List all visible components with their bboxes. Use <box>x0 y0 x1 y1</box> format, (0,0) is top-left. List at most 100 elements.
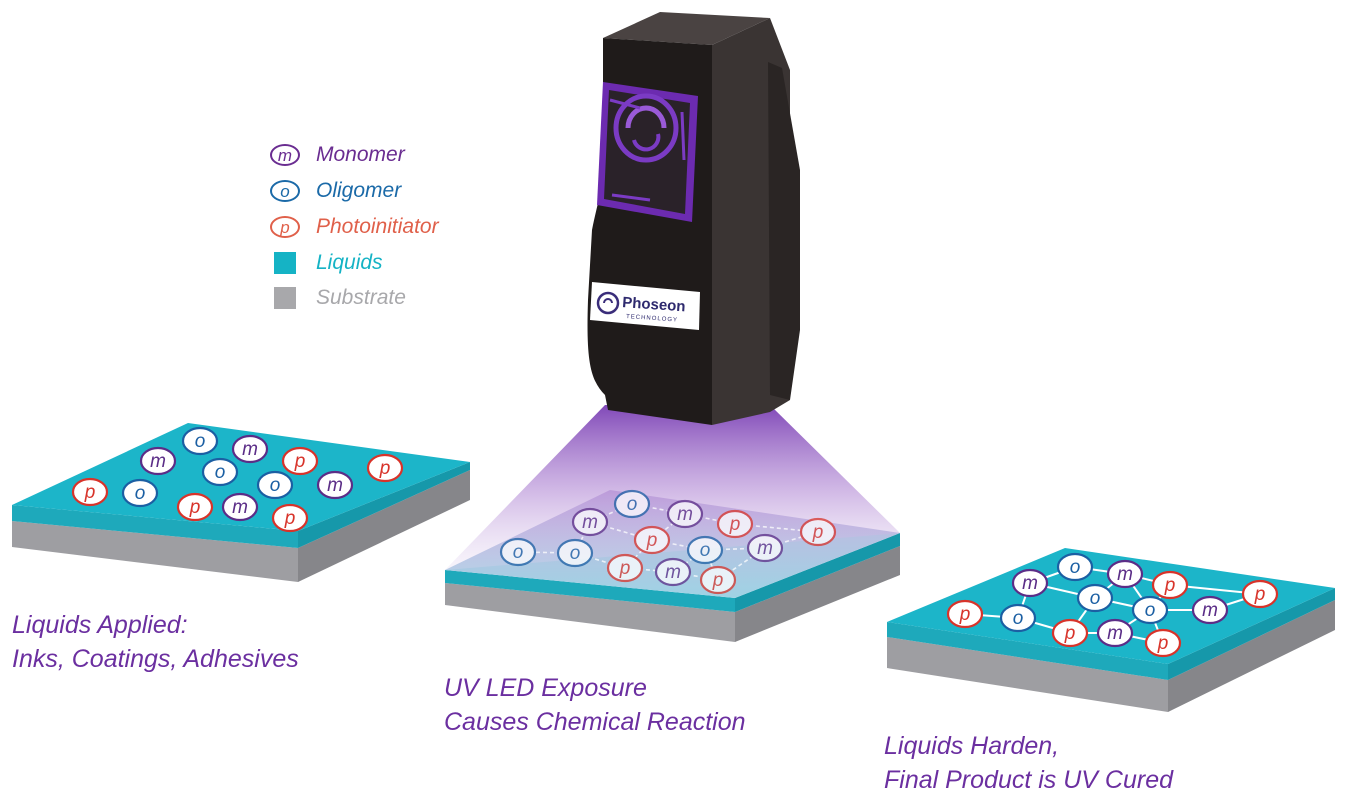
swatch-icon <box>268 285 302 311</box>
swatch-icon <box>268 250 302 276</box>
molecule-symbol: m <box>327 475 343 496</box>
molecule-m: m <box>654 557 692 587</box>
legend-label: Substrate <box>316 286 406 309</box>
liquid-side-left <box>887 622 1168 680</box>
liquid-side-right <box>1168 588 1335 680</box>
molecule-symbol: o <box>195 431 206 452</box>
molecule-p: p <box>1051 618 1089 648</box>
molecule-icon: p <box>268 214 302 240</box>
liquid-side-left <box>12 505 298 548</box>
molecule-o: o <box>686 535 724 565</box>
molecule-symbol: p <box>619 558 631 579</box>
uv-led-device: Phoseon TECHNOLOGY <box>587 12 800 425</box>
legend-item-substrate: Substrate <box>268 283 406 313</box>
molecule-icon: m <box>268 142 302 168</box>
molecule-o: o <box>999 603 1037 633</box>
liquid-side-left <box>445 570 735 612</box>
substrate-right <box>298 470 470 582</box>
substrate-left <box>887 637 1168 712</box>
molecule-symbol: m <box>150 451 166 472</box>
molecule-o: o <box>499 537 537 567</box>
molecule-symbol: o <box>215 462 226 483</box>
molecule-p: p <box>716 509 754 539</box>
molecule-symbol: o <box>700 540 711 561</box>
molecule-symbol: o <box>1090 588 1101 609</box>
brand-label: Phoseon TECHNOLOGY <box>590 282 700 330</box>
liquid-top <box>887 548 1335 664</box>
molecule-symbol: m <box>232 497 248 518</box>
legend-symbol: m <box>270 144 300 166</box>
molecule-symbol: m <box>677 504 693 525</box>
caption-line: Causes Chemical Reaction <box>444 708 746 736</box>
molecule-symbol: p <box>646 530 658 551</box>
device-fin <box>768 62 800 400</box>
brand-subtitle: TECHNOLOGY <box>626 314 678 324</box>
molecule-symbol: p <box>812 522 824 543</box>
molecule-o: o <box>201 457 239 487</box>
molecule-symbol: m <box>665 562 681 583</box>
molecule-m: m <box>746 533 784 563</box>
molecule-symbol: m <box>582 512 598 533</box>
color-swatch <box>274 287 296 309</box>
molecule-m: m <box>571 507 609 537</box>
molecule-symbol: p <box>1164 575 1176 596</box>
molecule-symbol: m <box>1022 573 1038 594</box>
molecule-m: m <box>666 499 704 529</box>
molecule-p: p <box>271 503 309 533</box>
molecule-symbol: p <box>1254 584 1266 605</box>
liquid-top <box>12 423 470 531</box>
substrate-right <box>1168 600 1335 712</box>
molecule-symbol: o <box>513 542 524 563</box>
molecule-m: m <box>139 446 177 476</box>
substrate-left <box>445 583 735 642</box>
legend-symbol: p <box>270 216 300 238</box>
molecule-p: p <box>281 446 319 476</box>
molecule-symbol: p <box>284 508 296 529</box>
device-top <box>603 12 770 45</box>
molecule-symbol: m <box>1117 564 1133 585</box>
molecule-symbol: o <box>570 543 581 564</box>
substrate-left <box>12 521 298 582</box>
molecule-p: p <box>1151 570 1189 600</box>
molecule-p: p <box>699 565 737 595</box>
molecule-m: m <box>316 470 354 500</box>
molecule-o: o <box>181 426 219 456</box>
phoseon-logo-icon <box>596 291 620 315</box>
molecule-symbol: p <box>294 451 306 472</box>
molecule-o: o <box>256 470 294 500</box>
molecule-p: p <box>633 525 671 555</box>
molecule-p: p <box>176 492 214 522</box>
molecule-symbol: o <box>270 475 281 496</box>
bond-line <box>704 549 719 581</box>
molecule-symbol: o <box>627 494 638 515</box>
molecule-p: p <box>1144 628 1182 658</box>
caption-line: UV LED Exposure <box>444 674 647 702</box>
substrate-right <box>735 546 900 642</box>
molecule-o: o <box>556 538 594 568</box>
molecule-symbol: p <box>1064 623 1076 644</box>
molecule-symbol: p <box>729 514 741 535</box>
legend-label: Monomer <box>316 143 405 166</box>
caption-uv-exposure: UV LED Exposure Causes Chemical Reaction <box>444 671 746 739</box>
molecule-o: o <box>613 489 651 519</box>
molecule-symbol: o <box>1013 608 1024 629</box>
color-swatch <box>274 252 296 274</box>
legend-label: Photoinitiator <box>316 215 439 238</box>
molecule-symbol: o <box>1070 557 1081 578</box>
molecule-icon: o <box>268 178 302 204</box>
molecule-m: m <box>221 492 259 522</box>
caption-line: Liquids Harden, <box>884 732 1060 760</box>
molecule-p: p <box>946 599 984 629</box>
molecule-p: p <box>366 453 404 483</box>
molecule-symbol: m <box>757 538 773 559</box>
molecule-o: o <box>1076 583 1114 613</box>
caption-line: Liquids Applied: <box>12 611 188 639</box>
molecule-o: o <box>1056 552 1094 582</box>
molecule-symbol: m <box>242 439 258 460</box>
liquid-side-right <box>735 533 900 612</box>
molecule-symbol: p <box>712 570 724 591</box>
